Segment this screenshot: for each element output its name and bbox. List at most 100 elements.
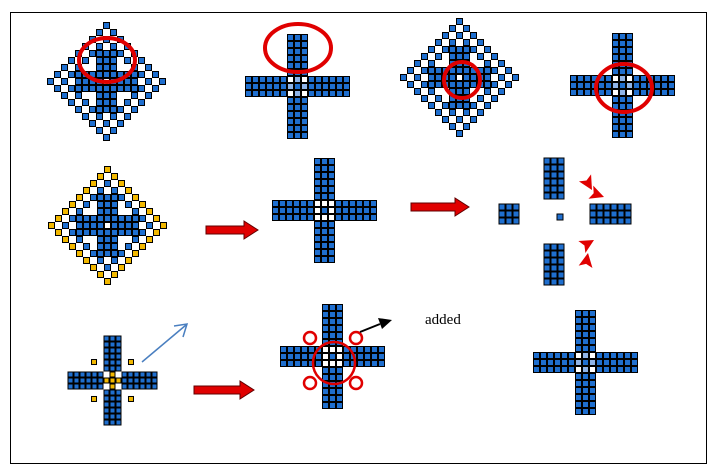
cell (138, 57, 145, 64)
cell (407, 81, 414, 88)
cell (328, 193, 335, 200)
red-small-arrow-1 (578, 174, 592, 190)
cell (314, 179, 321, 186)
cell (124, 57, 131, 64)
cell (109, 383, 116, 390)
cell (145, 64, 152, 71)
cell (245, 83, 252, 90)
cell (117, 106, 124, 113)
cell (109, 377, 116, 384)
cell (612, 40, 619, 47)
cell (463, 25, 470, 32)
cell (67, 371, 74, 378)
cell (477, 95, 484, 102)
cell (577, 75, 584, 82)
cell (321, 186, 328, 193)
cell (640, 89, 647, 96)
cell (624, 203, 632, 211)
cell (294, 125, 301, 132)
cell (131, 106, 138, 113)
cell (336, 325, 343, 332)
cell (146, 236, 153, 243)
cell (442, 32, 449, 39)
cell (294, 62, 301, 69)
cell (336, 388, 343, 395)
cell (557, 271, 565, 279)
cell (314, 242, 321, 249)
cell (463, 123, 470, 130)
cell (596, 203, 604, 211)
cell (442, 46, 449, 53)
cell (582, 373, 589, 380)
highlight-circle-1 (77, 36, 137, 84)
cell (83, 243, 90, 250)
cell (357, 353, 364, 360)
arrowhead (588, 185, 604, 199)
cell (89, 106, 96, 113)
cell (342, 207, 349, 214)
cell (626, 89, 633, 96)
cell (605, 82, 612, 89)
cell (104, 278, 111, 285)
cell (109, 359, 116, 366)
cell (76, 222, 83, 229)
cell (287, 104, 294, 111)
cell (287, 62, 294, 69)
cell (575, 380, 582, 387)
cell (315, 76, 322, 83)
cell (273, 76, 280, 83)
cell (83, 222, 90, 229)
cell (121, 371, 128, 378)
cell (626, 68, 633, 75)
cell (610, 352, 617, 359)
cell (624, 352, 631, 359)
cell (329, 83, 336, 90)
cell (435, 67, 442, 74)
cell (97, 187, 104, 194)
cell (568, 359, 575, 366)
cell (115, 365, 122, 372)
cell (449, 67, 456, 74)
cell (97, 215, 104, 222)
cell (104, 250, 111, 257)
highlight-circle-3 (442, 60, 482, 100)
cell (554, 359, 561, 366)
cell (550, 264, 558, 272)
cell (477, 39, 484, 46)
cell (631, 366, 638, 373)
cell (125, 201, 132, 208)
cell (612, 131, 619, 138)
cell (550, 243, 558, 251)
cell (125, 215, 132, 222)
cell (456, 53, 463, 60)
cell (512, 210, 520, 218)
cell (491, 67, 498, 74)
added-label: added (425, 312, 461, 328)
cell (633, 82, 640, 89)
cell (301, 353, 308, 360)
cell (301, 41, 308, 48)
cell (280, 83, 287, 90)
cell (294, 132, 301, 139)
cell (619, 82, 626, 89)
cell (582, 387, 589, 394)
cell (612, 117, 619, 124)
cell (79, 377, 86, 384)
cell (624, 366, 631, 373)
cell (62, 222, 69, 229)
cell (321, 207, 328, 214)
cell (115, 389, 122, 396)
cell (612, 33, 619, 40)
cell (82, 85, 89, 92)
cell (314, 207, 321, 214)
cell (118, 215, 125, 222)
cell (329, 353, 336, 360)
cell (287, 55, 294, 62)
cell (356, 207, 363, 214)
cell (589, 408, 596, 415)
cell (342, 214, 349, 221)
cell (575, 338, 582, 345)
cell (577, 89, 584, 96)
cell (463, 74, 470, 81)
cell (76, 208, 83, 215)
